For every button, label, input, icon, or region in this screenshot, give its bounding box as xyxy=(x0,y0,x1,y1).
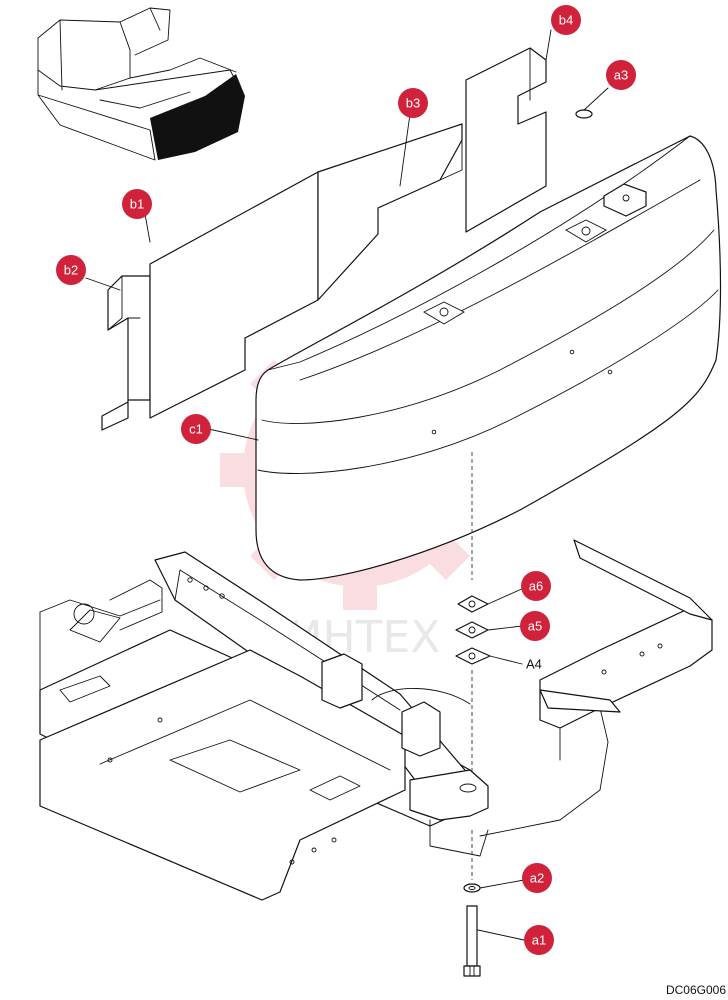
callout-a1[interactable]: a1 xyxy=(524,925,554,955)
callout-label-a3: a3 xyxy=(614,68,628,83)
machine-locator-view xyxy=(37,7,245,161)
cap-a3 xyxy=(575,109,593,119)
counterweight-c1 xyxy=(255,135,722,581)
callout-a5[interactable]: a5 xyxy=(520,611,550,641)
leader-lines xyxy=(85,29,609,941)
callout-label-b1: b1 xyxy=(130,197,144,212)
callout-label-a1: a1 xyxy=(532,933,546,948)
drawing-code: DC06G006 xyxy=(666,983,726,997)
washer-a2 xyxy=(463,883,481,893)
callout-b1[interactable]: b1 xyxy=(122,189,152,219)
callout-b4[interactable]: b4 xyxy=(551,5,581,35)
plate-b4 xyxy=(465,47,547,233)
callout-a2[interactable]: a2 xyxy=(522,863,552,893)
bolt-a1 xyxy=(463,905,481,977)
callout-label-A4: A4 xyxy=(526,657,542,672)
callout-label-a5: a5 xyxy=(528,619,542,634)
callout-label-a6: a6 xyxy=(529,579,543,594)
callout-label-b2: b2 xyxy=(64,263,78,278)
callout-a6[interactable]: a6 xyxy=(521,571,551,601)
callout-label-b4: b4 xyxy=(559,13,573,28)
callout-label-a2: a2 xyxy=(530,871,544,886)
callout-b2[interactable]: b2 xyxy=(56,255,86,285)
washer-a6 xyxy=(457,595,489,613)
bracket-b2 xyxy=(101,275,151,431)
upper-frame xyxy=(39,539,713,901)
callout-b3[interactable]: b3 xyxy=(398,88,428,118)
callout-a3[interactable]: a3 xyxy=(606,60,636,90)
callout-label-b3: b3 xyxy=(406,96,420,111)
callout-c1[interactable]: c1 xyxy=(181,414,211,444)
washer-a5 xyxy=(455,621,489,639)
callout-label-c1: c1 xyxy=(189,422,203,437)
plate-A4 xyxy=(455,647,491,665)
plate-b3 xyxy=(317,123,463,301)
callout-A4[interactable]: A4 xyxy=(526,657,542,672)
